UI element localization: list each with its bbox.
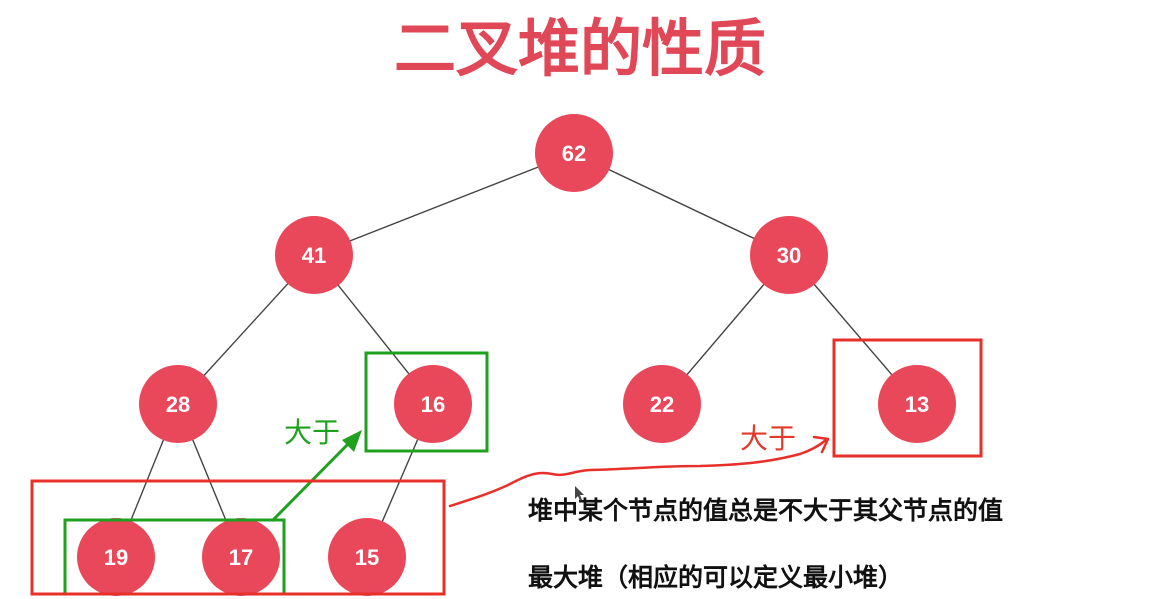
heap-node-19: 19 <box>77 518 155 596</box>
page-title: 二叉堆的性质 <box>394 12 766 85</box>
node-value: 19 <box>104 545 128 570</box>
green-highlight-box-16 <box>364 351 489 453</box>
node-value: 15 <box>355 545 379 570</box>
heap-node-28: 28 <box>139 365 217 443</box>
tree-nodes: 62 41 30 28 16 22 13 19 <box>77 114 956 596</box>
heap-node-17: 17 <box>202 518 280 596</box>
heap-node-30: 30 <box>750 216 828 294</box>
node-value: 30 <box>777 243 801 268</box>
greater-than-label-green: 大于 <box>284 416 340 449</box>
heap-node-41: 41 <box>275 216 353 294</box>
red-arrow <box>448 435 830 508</box>
node-value: 62 <box>562 141 586 166</box>
max-heap-text: 最大堆（相应的可以定义最小堆） <box>528 563 903 592</box>
heap-node-15: 15 <box>328 518 406 596</box>
node-value: 16 <box>421 392 445 417</box>
red-highlight-box-13 <box>832 338 983 458</box>
heap-node-13: 13 <box>878 365 956 443</box>
edge-62-41 <box>313 152 575 256</box>
red-highlight-box-leaves <box>30 479 446 596</box>
node-value: 22 <box>650 392 674 417</box>
node-value: 17 <box>229 545 253 570</box>
node-value: 28 <box>166 392 190 417</box>
heap-node-22: 22 <box>623 365 701 443</box>
heap-node-62: 62 <box>535 114 613 192</box>
mouse-cursor-icon <box>575 486 584 501</box>
node-value: 41 <box>302 243 326 268</box>
heap-node-16: 16 <box>394 365 472 443</box>
greater-than-label-red: 大于 <box>740 422 796 455</box>
edge-62-30 <box>573 152 790 256</box>
node-value: 13 <box>905 392 929 417</box>
heap-property-text: 堆中某个节点的值总是不大于其父节点的值 <box>528 496 1003 525</box>
